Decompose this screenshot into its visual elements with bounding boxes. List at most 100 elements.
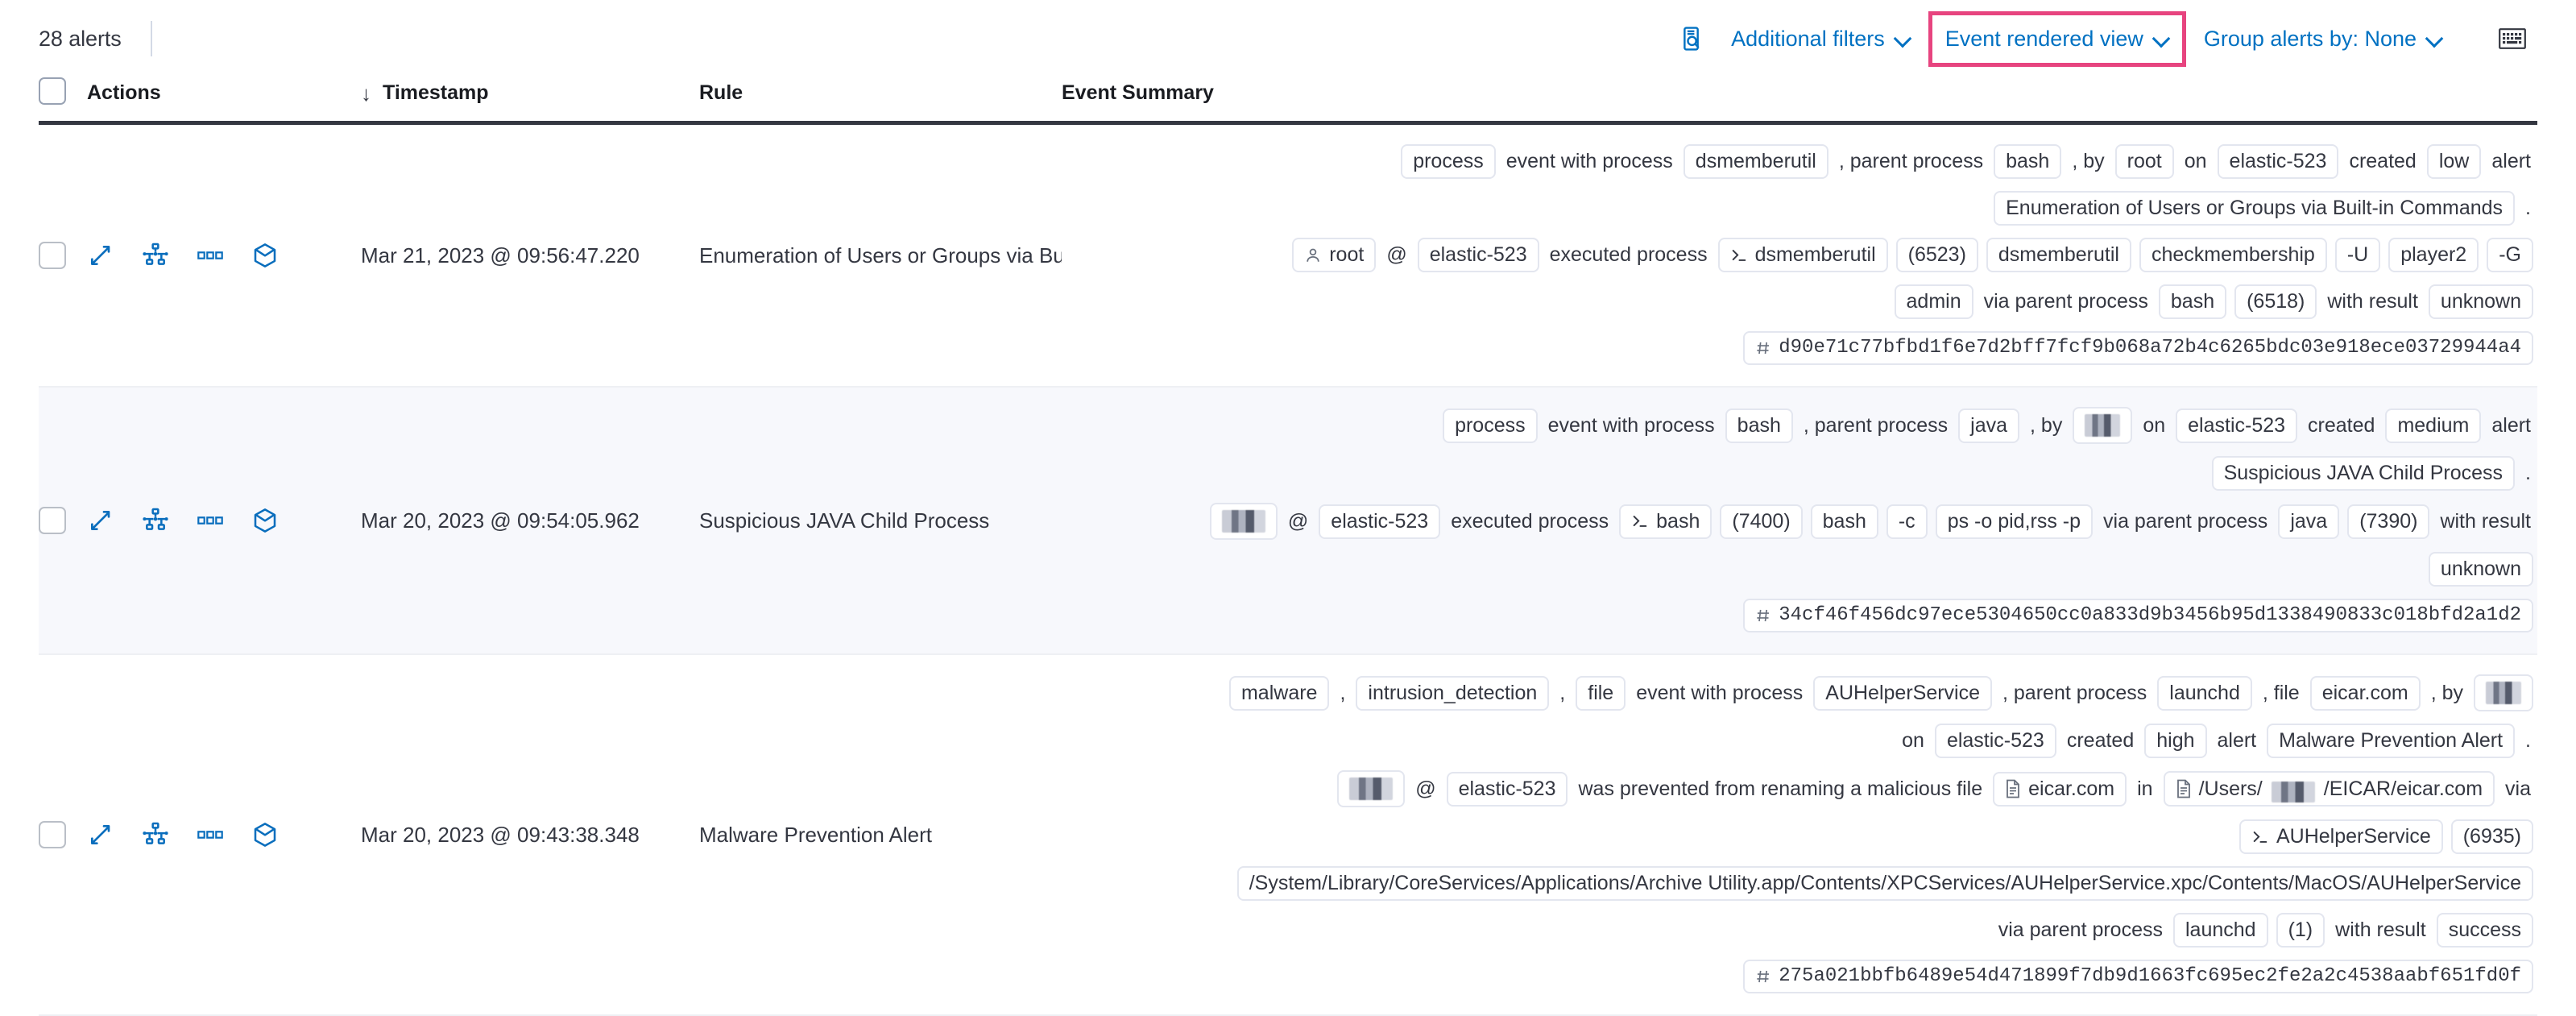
session-view-icon[interactable] bbox=[251, 821, 279, 848]
console-icon bbox=[1631, 512, 1649, 530]
summary-badge[interactable]: bash bbox=[1725, 408, 1793, 443]
summary-badge[interactable]: player2 bbox=[2388, 238, 2479, 272]
badge-label: checkmembership bbox=[2151, 243, 2315, 266]
summary-badge[interactable]: unknown bbox=[2428, 552, 2533, 587]
summary-badge[interactable]: admin bbox=[1894, 284, 1973, 319]
summary-badge[interactable]: -G bbox=[2487, 238, 2533, 272]
summary-badge[interactable]: launchd bbox=[2157, 675, 2252, 711]
more-actions-icon[interactable] bbox=[197, 507, 224, 534]
summary-badge[interactable]: elastic-523 bbox=[2176, 408, 2298, 443]
summary-badge[interactable]: 34cf46f456dc97ece5304650cc0a833d9b3456b9… bbox=[1743, 599, 2533, 632]
summary-badge[interactable]: unknown bbox=[2428, 284, 2533, 319]
summary-badge[interactable]: AUHelperService bbox=[1813, 675, 1993, 711]
summary-badge[interactable]: -c bbox=[1886, 504, 1928, 539]
expand-icon[interactable] bbox=[87, 242, 114, 269]
summary-text: created bbox=[2308, 413, 2375, 437]
summary-badge[interactable]: eicar.com bbox=[2309, 675, 2421, 711]
summary-badge[interactable]: Malware Prevention Alert bbox=[2267, 724, 2516, 758]
row-checkbox[interactable] bbox=[39, 821, 66, 848]
event-rendered-view-button[interactable]: Event rendered view bbox=[1940, 27, 2174, 52]
summary-badge[interactable]: elastic-523 bbox=[2217, 144, 2339, 179]
summary-badge[interactable]: malware bbox=[1228, 675, 1330, 711]
summary-badge[interactable]: /Users//EICAR/eicar.com bbox=[2163, 771, 2495, 807]
summary-badge[interactable]: dsmemberutil bbox=[1683, 144, 1828, 179]
summary-badge[interactable]: dsmemberutil bbox=[1986, 238, 2131, 272]
row-checkbox[interactable] bbox=[39, 507, 66, 534]
summary-badge[interactable]: java bbox=[1958, 408, 2020, 443]
summary-badge[interactable]: eicar.com bbox=[1993, 771, 2127, 807]
summary-badge[interactable]: bash bbox=[1810, 504, 1878, 539]
analyzer-icon[interactable] bbox=[142, 821, 169, 848]
summary-badge[interactable]: elastic-523 bbox=[1319, 504, 1441, 539]
summary-badge[interactable]: 275a021bbfb6489e54d471899f7db9d1663fc695… bbox=[1743, 960, 2533, 993]
summary-badge[interactable]: Enumeration of Users or Groups via Built… bbox=[1994, 191, 2516, 226]
summary-badge[interactable]: ps -o pid,rss -p bbox=[1935, 504, 2094, 539]
additional-filters-button[interactable]: Additional filters bbox=[1718, 19, 1924, 60]
summary-badge[interactable]: elastic-523 bbox=[1934, 724, 2056, 758]
summary-badge[interactable]: bash bbox=[1619, 504, 1713, 539]
summary-badge[interactable]: java bbox=[2278, 504, 2340, 539]
summary-badge[interactable]: success bbox=[2436, 913, 2533, 948]
summary-badge[interactable]: launchd bbox=[2173, 913, 2268, 948]
summary-badge[interactable]: high bbox=[2144, 724, 2207, 758]
summary-badge[interactable] bbox=[2474, 674, 2533, 711]
summary-badge[interactable]: low bbox=[2426, 144, 2482, 179]
expand-icon[interactable] bbox=[87, 821, 114, 848]
summary-badge[interactable]: (6518) bbox=[2234, 284, 2317, 319]
summary-badge[interactable]: elastic-523 bbox=[1446, 771, 1568, 807]
summary-badge[interactable]: dsmemberutil bbox=[1717, 238, 1888, 272]
summary-badge[interactable] bbox=[1209, 503, 1278, 540]
expand-icon[interactable] bbox=[87, 507, 114, 534]
session-view-icon[interactable] bbox=[251, 507, 279, 534]
table-row[interactable]: Mar 20, 2023 @ 09:43:38.348 Malware Preve… bbox=[39, 654, 2537, 1016]
summary-badge[interactable]: (6523) bbox=[1895, 238, 1978, 272]
summary-line: 34cf46f456dc97ece5304650cc0a833d9b3456b9… bbox=[1062, 595, 2537, 636]
keyboard-icon[interactable] bbox=[2487, 20, 2537, 57]
summary-badge[interactable]: /System/Library/CoreServices/Application… bbox=[1236, 866, 2533, 901]
summary-badge[interactable]: d90e71c77bfbd1f6e7d2bff7fcf9b068a72b4c62… bbox=[1743, 331, 2533, 365]
summary-badge[interactable]: root bbox=[2114, 144, 2174, 179]
summary-badge[interactable]: Suspicious JAVA Child Process bbox=[2211, 456, 2516, 491]
badge-label: process bbox=[1413, 150, 1484, 172]
timestamp-header[interactable]: ↓ Timestamp bbox=[361, 77, 699, 123]
summary-badge[interactable]: checkmembership bbox=[2139, 238, 2327, 272]
row-checkbox[interactable] bbox=[39, 242, 66, 269]
more-actions-icon[interactable] bbox=[197, 242, 224, 269]
file-icon bbox=[2005, 779, 2021, 798]
summary-badge[interactable]: medium bbox=[2385, 408, 2482, 443]
more-actions-icon[interactable] bbox=[197, 821, 224, 848]
badge-label: /System/Library/CoreServices/Application… bbox=[1249, 872, 2521, 894]
summary-badge[interactable]: intrusion_detection bbox=[1356, 675, 1550, 711]
summary-badge[interactable]: (7390) bbox=[2347, 504, 2430, 539]
badge-label: (1) bbox=[2288, 919, 2313, 941]
summary-badge[interactable] bbox=[1337, 770, 1406, 807]
badge-label: file bbox=[1588, 681, 1614, 704]
summary-badge[interactable]: process bbox=[1443, 408, 1538, 443]
summary-badge[interactable]: (7400) bbox=[1720, 504, 1803, 539]
analyzer-icon[interactable] bbox=[142, 507, 169, 534]
summary-badge[interactable]: -U bbox=[2334, 238, 2381, 272]
timestamp-value: Mar 20, 2023 @ 09:43:38.348 bbox=[361, 822, 640, 847]
summary-badge[interactable]: file bbox=[1576, 675, 1626, 711]
summary-badge[interactable]: AUHelperService bbox=[2238, 819, 2443, 854]
summary-badge[interactable]: (6935) bbox=[2450, 819, 2533, 854]
analyzer-icon[interactable] bbox=[142, 242, 169, 269]
summary-badge[interactable]: elastic-523 bbox=[1417, 238, 1539, 272]
summary-badge[interactable]: process bbox=[1401, 144, 1496, 179]
summary-badge[interactable] bbox=[2073, 407, 2133, 444]
inspect-search-icon[interactable] bbox=[1668, 17, 1718, 60]
summary-badge[interactable]: (1) bbox=[2276, 913, 2325, 948]
summary-badge[interactable]: root bbox=[1292, 238, 1377, 272]
summary-badge[interactable]: bash bbox=[1994, 144, 2062, 179]
summary-badge[interactable]: bash bbox=[2158, 284, 2227, 319]
group-alerts-by-button[interactable]: Group alerts by: None bbox=[2191, 19, 2455, 60]
badge-label-suffix: /EICAR/eicar.com bbox=[2323, 777, 2483, 800]
badge-label: dsmemberutil bbox=[1695, 150, 1816, 172]
select-all-checkbox[interactable] bbox=[39, 77, 66, 105]
session-view-icon[interactable] bbox=[251, 242, 279, 269]
